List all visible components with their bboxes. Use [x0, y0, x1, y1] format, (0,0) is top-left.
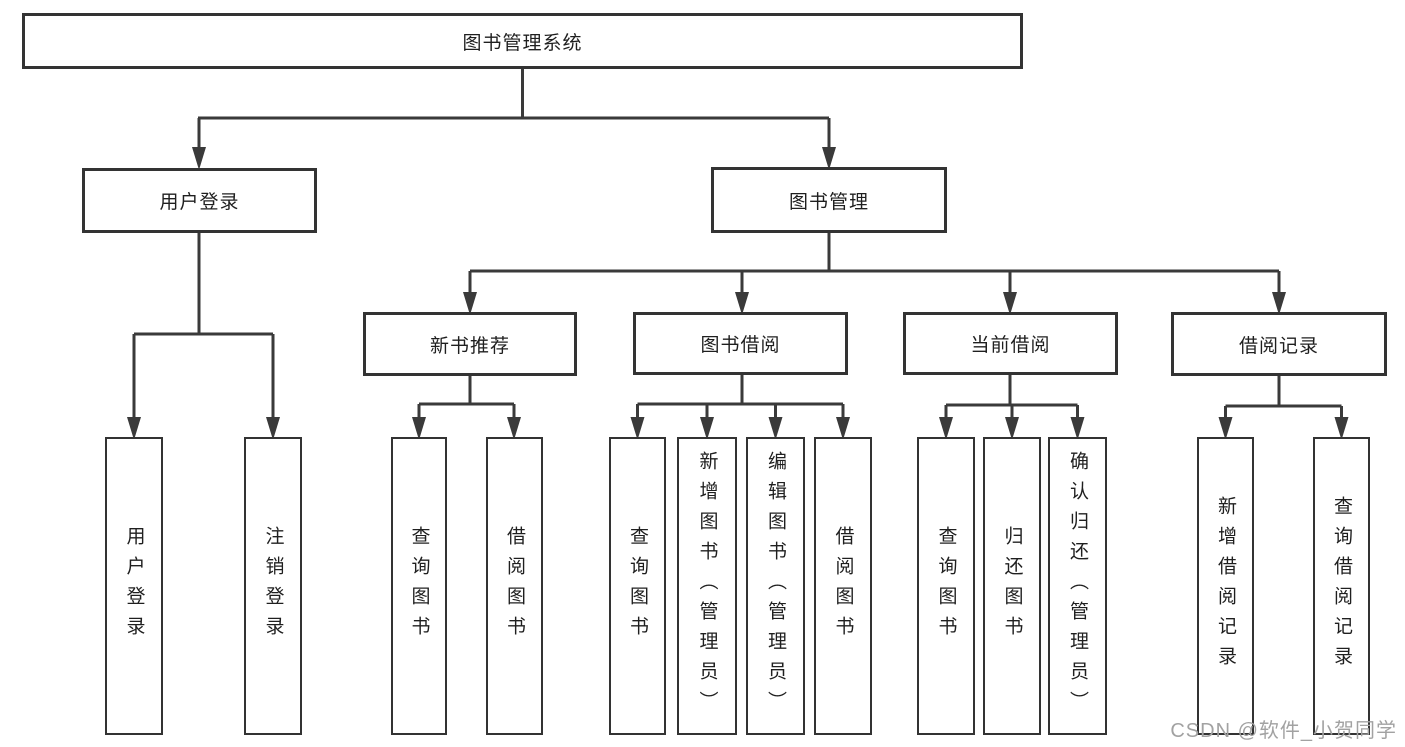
node-label: 查询图书	[408, 526, 430, 646]
node-label: 用户登录	[159, 192, 240, 213]
arrow-head	[1334, 417, 1349, 440]
arrow-head	[822, 147, 836, 170]
node-user-login: 用户登录	[82, 168, 317, 233]
leaf-borrow-books-recommend: 借阅图书	[486, 437, 543, 735]
leaf-query-borrow-record: 查询借阅记录	[1313, 437, 1370, 735]
arrow-head	[735, 292, 749, 315]
leaf-query-books-borrow: 查询图书	[609, 437, 666, 735]
leaf-add-book-admin: 新增图书（管理员）	[677, 437, 737, 735]
arrow-head	[412, 417, 426, 440]
connector-book-mgmt-to-level3	[463, 233, 1286, 315]
leaf-borrow-books: 借阅图书	[814, 437, 872, 735]
arrow-head	[768, 417, 783, 440]
leaf-query-books-recommend: 查询图书	[391, 437, 447, 735]
leaf-logout: 注销登录	[244, 437, 302, 735]
leaf-return-book: 归还图书	[983, 437, 1041, 735]
node-label: 注销登录	[262, 526, 284, 646]
connector-borrow-records-children	[1218, 375, 1349, 440]
node-label: 编辑图书（管理员）	[765, 451, 786, 721]
node-label: 新增图书（管理员）	[696, 451, 718, 721]
connector-new-books-children	[412, 375, 521, 440]
node-label: 确认归还（管理员）	[1067, 451, 1088, 721]
arrow-head	[1003, 292, 1017, 315]
connector-user-login-children	[127, 233, 280, 440]
arrow-head	[700, 417, 714, 440]
leaf-confirm-return-admin: 确认归还（管理员）	[1048, 437, 1107, 735]
node-label: 新书推荐	[429, 335, 510, 357]
node-label: 图书管理	[788, 191, 869, 213]
connector-line	[636, 375, 845, 420]
leaf-query-books-current: 查询图书	[917, 437, 975, 735]
node-label: 归还图书	[1001, 526, 1023, 646]
node-label: 查询借阅记录	[1331, 496, 1352, 676]
arrow-head	[1272, 292, 1286, 315]
node-borrow-records: 借阅记录	[1171, 312, 1387, 376]
node-label: 用户登录	[123, 526, 145, 646]
node-book-management: 图书管理	[711, 167, 947, 233]
node-new-book-recommend: 新书推荐	[363, 312, 577, 376]
leaf-edit-book-admin: 编辑图书（管理员）	[746, 437, 805, 735]
leaf-add-borrow-record: 新增借阅记录	[1197, 437, 1254, 735]
node-label: 查询图书	[935, 526, 957, 646]
arrow-head	[836, 417, 850, 440]
connector-line	[1224, 375, 1343, 420]
node-label: 当前借阅	[970, 335, 1051, 356]
connector-book-borrow-children	[630, 375, 850, 440]
arrow-head	[463, 292, 477, 315]
arrow-head	[1005, 417, 1019, 440]
node-label: 借阅图书	[504, 526, 525, 646]
node-book-borrow: 图书借阅	[633, 312, 848, 375]
arrow-head	[192, 147, 206, 170]
arrow-head	[939, 417, 953, 440]
connector-current-borrow-children	[939, 375, 1085, 440]
connector-line	[468, 233, 1281, 295]
arrow-head	[630, 417, 645, 440]
connector-line	[197, 68, 831, 150]
node-label: 借阅记录	[1238, 335, 1319, 357]
node-label: 新增借阅记录	[1215, 496, 1236, 676]
arrow-head	[1218, 417, 1233, 440]
arrow-head	[1070, 417, 1085, 440]
connector-line	[417, 375, 516, 420]
node-label: 图书管理系统	[462, 32, 583, 54]
connector-root-to-level2	[192, 68, 836, 170]
node-root: 图书管理系统	[22, 13, 1023, 69]
connector-line	[944, 375, 1079, 420]
node-label: 图书借阅	[700, 335, 781, 356]
node-current-borrow: 当前借阅	[903, 312, 1118, 375]
node-label: 借阅图书	[832, 526, 854, 646]
watermark-text: CSDN @软件_小贺同学	[1170, 720, 1397, 742]
arrow-head	[127, 417, 141, 440]
connector-line	[132, 233, 275, 420]
node-label: 查询图书	[627, 526, 648, 646]
arrow-head	[507, 417, 521, 440]
leaf-user-login: 用户登录	[105, 437, 163, 735]
arrow-head	[266, 417, 280, 440]
